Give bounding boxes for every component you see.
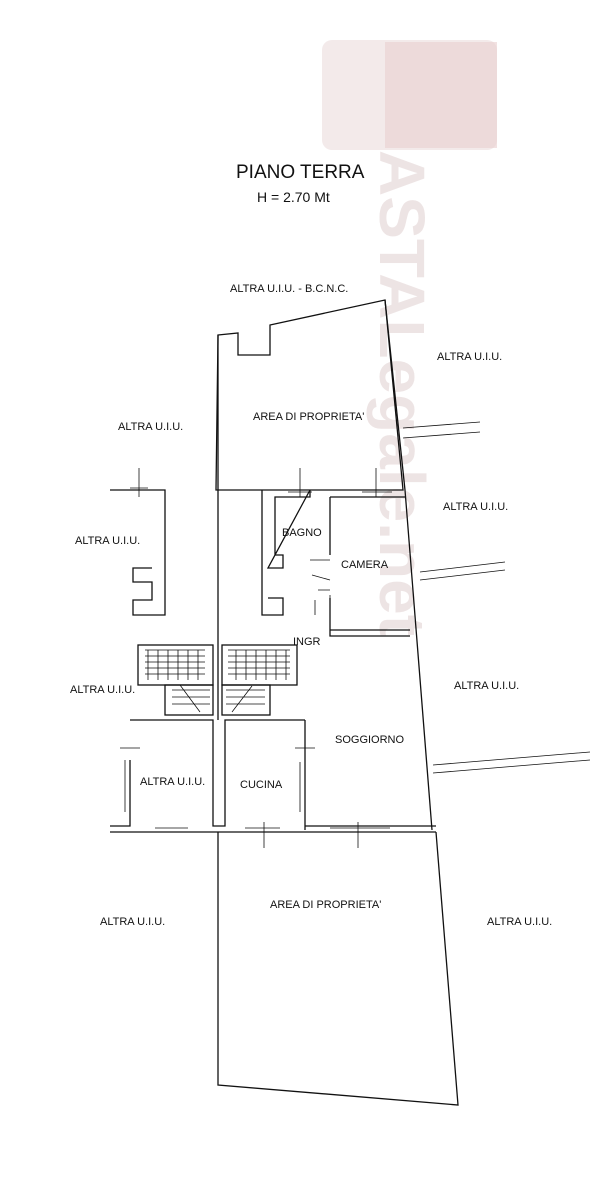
right-annex-top <box>402 421 481 439</box>
watermark-text: ASTALegale.net <box>366 150 438 636</box>
label-bagno: BAGNO <box>282 527 322 539</box>
bagno-walls <box>261 489 311 616</box>
label-area-top: AREA DI PROPRIETA' <box>253 411 364 423</box>
left-block <box>110 489 166 616</box>
label-altra-right-lower: ALTRA U.I.U. <box>454 680 519 692</box>
stairs-left <box>137 644 214 716</box>
camera-walls <box>329 496 410 637</box>
label-altra-top-right: ALTRA U.I.U. <box>437 351 502 363</box>
area-bottom-outline <box>217 831 459 1106</box>
label-altra-left-block: ALTRA U.I.U. <box>75 535 140 547</box>
label-cucina: CUCINA <box>240 779 283 791</box>
height-note: H = 2.70 Mt <box>257 189 330 205</box>
right-annex-low <box>432 751 591 774</box>
watermark-logo: ASTALegale.net <box>322 40 497 636</box>
door-swing-camera <box>310 559 331 615</box>
label-camera: CAMERA <box>341 559 389 571</box>
right-annex-mid <box>419 561 506 581</box>
area-top-outline <box>215 299 404 491</box>
label-altra-left-stairs: ALTRA U.I.U. <box>70 684 135 696</box>
label-ingr: INGR <box>293 636 321 648</box>
altra-inner-door <box>120 747 315 812</box>
label-altra-right-mid: ALTRA U.I.U. <box>443 501 508 513</box>
label-altra-top-left: ALTRA U.I.U. <box>118 421 183 433</box>
label-soggiorno: SOGGIORNO <box>335 734 405 746</box>
stairs-right <box>221 644 298 716</box>
right-wall <box>384 299 433 831</box>
plan-title: PIANO TERRA <box>236 162 365 183</box>
label-area-bottom: AREA DI PROPRIETA' <box>270 899 381 911</box>
lower-block-walls <box>110 719 436 833</box>
label-altra-bottom-right: ALTRA U.I.U. <box>487 916 552 928</box>
label-altra-bottom-left: ALTRA U.I.U. <box>100 916 165 928</box>
label-altra-inner: ALTRA U.I.U. <box>140 776 205 788</box>
label-altra-bcnc: ALTRA U.I.U. - B.C.N.C. <box>230 283 348 295</box>
